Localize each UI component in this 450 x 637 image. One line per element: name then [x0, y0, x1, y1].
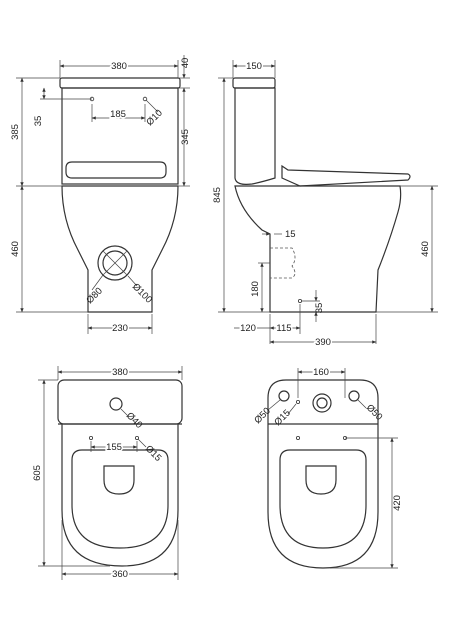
dim-base-hole-right: Ø50: [364, 402, 384, 422]
base-hole-right: [348, 390, 360, 402]
dim-front-hole-offset: 35: [33, 116, 44, 127]
base-bowl: [305, 465, 337, 495]
dim-front-hole-centres: 185: [110, 109, 126, 120]
base-outlet-outer: [312, 393, 332, 413]
dim-front-base: 230: [112, 323, 128, 334]
dim-side-seat-height: 460: [420, 241, 431, 257]
base-outlet-inner: [316, 397, 328, 409]
front-cistern-lid: [59, 77, 181, 89]
front-tap-hole-right: [142, 96, 148, 102]
base-view: 160 Ø50 Ø15 Ø50 420: [252, 366, 403, 569]
front-outlet-outer: [97, 245, 133, 281]
front-cistern: [61, 87, 179, 185]
dim-side-total-height: 845: [212, 187, 223, 203]
top-pan-outline: [61, 424, 179, 567]
dim-top-width: 380: [112, 367, 128, 378]
side-view: 150 845 460 15 180 35 120 115 390: [212, 60, 438, 350]
base-outline: [267, 379, 379, 569]
dim-side-outlet-offset: 15: [285, 229, 296, 240]
base-seat: [279, 449, 367, 549]
top-view: 380 Ø40 Ø15 155 605 360: [32, 366, 183, 582]
base-hole-left: [278, 390, 290, 402]
top-flush-hole: [109, 397, 123, 411]
side-cistern: [234, 87, 276, 185]
side-seat: [281, 164, 411, 187]
top-cistern: [57, 379, 183, 425]
dim-front-hole-dia: Ø10: [144, 108, 164, 128]
front-view: 380 40 345 385 35 185 Ø10 460 Ø80 Ø100: [10, 55, 191, 336]
dim-base-hole-centres: 160: [313, 367, 329, 378]
front-seat: [65, 161, 167, 179]
dim-side-outlet-height: 180: [250, 281, 261, 297]
side-fixing-hole: [297, 298, 302, 303]
dim-top-hole-centres: 155: [106, 442, 122, 453]
top-bowl: [103, 465, 135, 495]
side-outlet-hidden: [270, 247, 296, 279]
dim-side-fixing-to-outlet: 115: [276, 323, 291, 334]
dim-top-depth: 605: [32, 465, 43, 481]
dim-base-fixing-depth: 420: [392, 495, 403, 511]
top-seat: [71, 449, 169, 549]
dim-front-outlet-outer: Ø100: [130, 281, 154, 305]
dim-base-hole-small: Ø15: [272, 408, 292, 428]
front-outlet-inner: [102, 250, 128, 276]
dim-top-small-hole: Ø15: [143, 443, 163, 463]
dim-side-projection: 390: [315, 337, 331, 348]
side-cistern-lid: [232, 77, 276, 89]
dim-side-wall-to-fixing: 120: [240, 323, 256, 334]
dim-front-pan-height: 460: [10, 241, 21, 257]
side-pan: [234, 185, 402, 313]
dim-side-cistern-depth: 150: [246, 61, 262, 72]
dim-front-385: 385: [10, 124, 21, 140]
front-pan: [61, 185, 179, 313]
dim-top-base-width: 360: [112, 569, 128, 580]
dim-front-lid: 40: [180, 58, 191, 69]
dim-front-cistern: 345: [180, 129, 191, 145]
dim-top-large-hole: Ø40: [124, 410, 144, 430]
dim-front-width: 380: [111, 61, 127, 72]
dim-side-fixing-height: 35: [314, 303, 325, 314]
